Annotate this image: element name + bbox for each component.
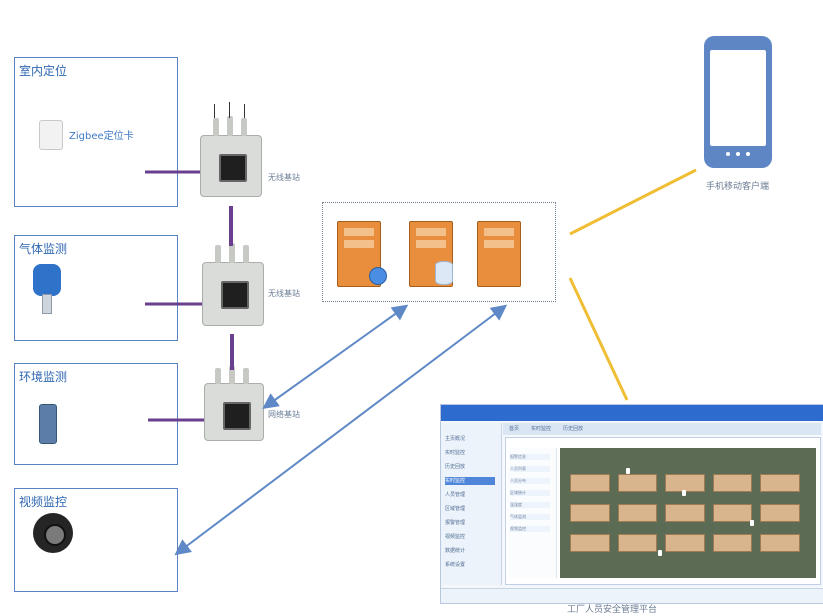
- wireless-gateway-top: [200, 116, 262, 197]
- person-marker: [626, 468, 630, 474]
- 3d-map-view[interactable]: [560, 448, 816, 578]
- globe-icon: [369, 267, 387, 285]
- gateway-bottom-label: 网络基站: [268, 410, 300, 419]
- gas-detector-icon: [33, 264, 61, 296]
- antenna-icon: [243, 245, 249, 263]
- phone-dot-icon: [736, 152, 740, 156]
- desk: [570, 504, 610, 522]
- sidebar-item[interactable]: 人员管理: [445, 492, 466, 498]
- antenna-wire: [229, 102, 230, 118]
- sidebar-item-active[interactable]: 实时监控: [445, 477, 495, 485]
- indoor-positioning-panel: 室内定位 Zigbee定位卡: [14, 57, 178, 207]
- app-content: 首页 实时监控 历史回放 报警信息 人员列表 人员分布 区域统计 温湿度 气体监…: [503, 423, 821, 585]
- sidebar-item[interactable]: 实时监控: [445, 450, 466, 456]
- mini-list-item[interactable]: 人员列表: [510, 466, 550, 472]
- desk: [760, 474, 800, 492]
- desk: [712, 474, 753, 492]
- tab-history[interactable]: 历史回放: [563, 426, 584, 432]
- antenna-icon: [241, 118, 247, 136]
- sidebar-item[interactable]: 主页概况: [445, 436, 466, 442]
- gateway-screen-icon: [221, 281, 249, 309]
- gas-detector-sensor-icon: [42, 294, 52, 314]
- environment-sensor-icon: [39, 404, 57, 444]
- sidebar-item[interactable]: 报警管理: [445, 520, 466, 526]
- sidebar-item[interactable]: 历史回放: [445, 464, 466, 470]
- person-marker: [658, 550, 662, 556]
- desk-row: [570, 534, 800, 552]
- antenna-icon: [227, 116, 233, 136]
- blue-arrow-link: [262, 304, 409, 409]
- camera-lens-icon: [44, 524, 66, 546]
- indoor-positioning-title: 室内定位: [19, 64, 68, 78]
- desk: [617, 474, 658, 492]
- phone-dot-icon: [726, 152, 730, 156]
- desk-row: [570, 474, 800, 492]
- platform-screenshot: 主页概况 实时监控 历史回放 实时监控 人员管理 区域管理 报警管理 视频监控 …: [440, 404, 823, 604]
- phone-dot-icon: [746, 152, 750, 156]
- gateway-screen-icon: [219, 154, 247, 182]
- mini-list-item[interactable]: 视频监控: [510, 526, 550, 532]
- wireless-gateway-middle: [202, 243, 264, 326]
- gateway-middle-label: 无线基站: [268, 289, 300, 298]
- desk: [617, 534, 658, 552]
- desk: [712, 504, 753, 522]
- network-gateway-bottom: [204, 366, 264, 441]
- desk: [570, 534, 610, 552]
- desk: [712, 534, 753, 552]
- sidebar-item[interactable]: 视频监控: [445, 534, 466, 540]
- app-top-bar: [441, 405, 823, 421]
- app-tab-bar: 首页 实时监控 历史回放: [503, 423, 821, 435]
- desk: [760, 504, 800, 522]
- desk: [617, 504, 658, 522]
- desk-row: [570, 504, 800, 522]
- server-cluster: [322, 202, 556, 302]
- desk: [760, 534, 800, 552]
- desk: [570, 474, 610, 492]
- gas-monitoring-panel: 气体监测: [14, 235, 178, 341]
- phone-screen: [710, 50, 766, 146]
- gateway-screen-icon: [223, 402, 251, 430]
- database-icon: [435, 261, 453, 285]
- mini-list-item[interactable]: 温湿度: [510, 502, 550, 508]
- mini-list-item[interactable]: 区域统计: [510, 490, 550, 496]
- mini-list-item[interactable]: 报警信息: [510, 454, 550, 460]
- app-sidebar: 主页概况 实时监控 历史回放 实时监控 人员管理 区域管理 报警管理 视频监控 …: [441, 423, 502, 585]
- zigbee-card-icon: [39, 120, 63, 150]
- mobile-phone-icon: [704, 36, 772, 168]
- sidebar-item[interactable]: 系统设置: [445, 562, 466, 568]
- mobile-client-label: 手机移动客户端: [706, 182, 770, 192]
- sidebar-item[interactable]: 区域管理: [445, 506, 466, 512]
- gateway-top-label: 无线基站: [268, 173, 300, 182]
- antenna-wire: [214, 104, 215, 118]
- mini-list: 报警信息 人员列表 人员分布 区域统计 温湿度 气体监测 视频监控: [508, 448, 557, 578]
- gas-monitoring-title: 气体监测: [19, 242, 68, 256]
- zigbee-card-label: Zigbee定位卡: [69, 131, 134, 142]
- server-icon: [477, 221, 521, 287]
- antenna-icon: [243, 368, 249, 384]
- environment-monitoring-panel: 环境监测: [14, 363, 178, 465]
- desk: [665, 534, 705, 552]
- antenna-icon: [229, 243, 235, 263]
- video-monitoring-panel: 视频监控: [14, 488, 178, 592]
- monitor-panel: 报警信息 人员列表 人员分布 区域统计 温湿度 气体监测 视频监控: [505, 437, 821, 585]
- sidebar-item[interactable]: 数据统计: [445, 548, 466, 554]
- platform-label: 工厂人员安全管理平台: [567, 605, 658, 615]
- person-marker: [682, 490, 686, 496]
- person-marker: [750, 520, 754, 526]
- antenna-icon: [213, 118, 219, 136]
- antenna-icon: [229, 366, 235, 384]
- video-monitoring-title: 视频监控: [19, 495, 68, 509]
- environment-monitoring-title: 环境监测: [19, 370, 68, 384]
- mini-list-item[interactable]: 人员分布: [510, 478, 550, 484]
- antenna-icon: [215, 245, 221, 263]
- antenna-wire: [244, 104, 245, 118]
- yellow-link: [568, 277, 629, 401]
- antenna-icon: [215, 368, 221, 384]
- mini-list-item[interactable]: 气体监测: [510, 514, 550, 520]
- tab-realtime[interactable]: 实时监控: [531, 426, 552, 432]
- yellow-link: [569, 168, 697, 236]
- desk: [665, 504, 705, 522]
- app-footer: [441, 588, 823, 603]
- tab-home[interactable]: 首页: [509, 426, 520, 432]
